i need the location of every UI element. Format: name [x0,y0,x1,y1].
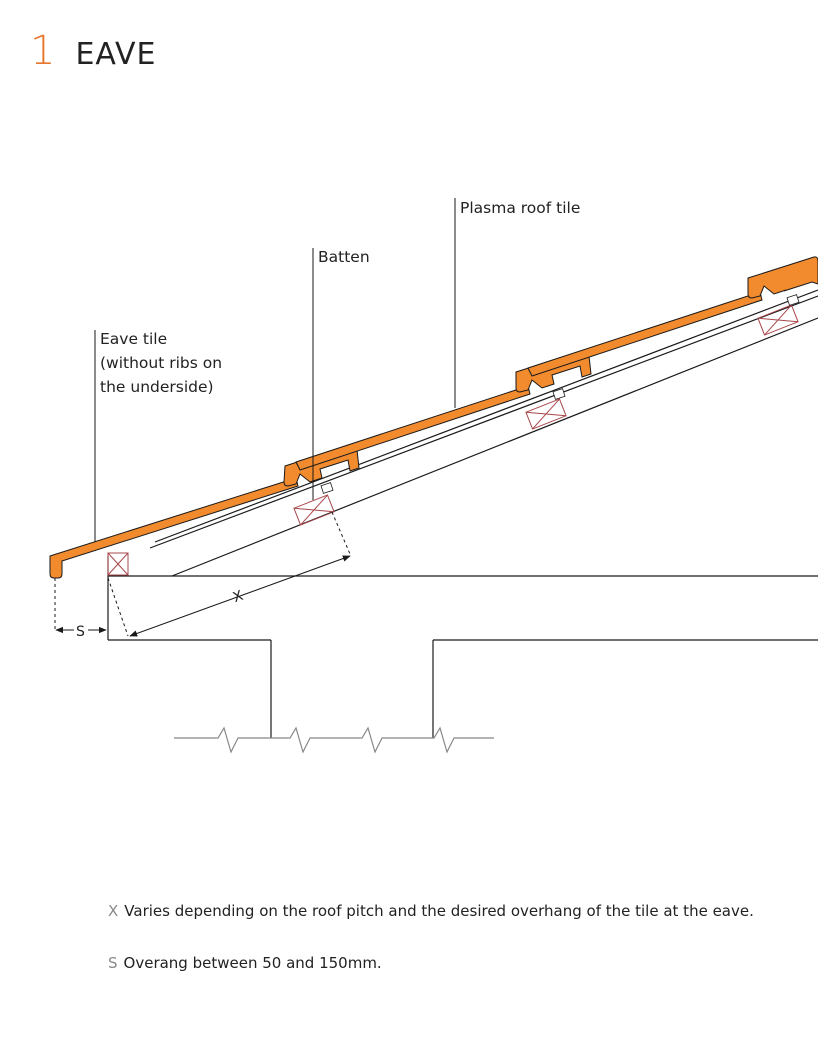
note-s: S Overang between 50 and 150mm. [108,950,808,976]
label-plasma-roof-tile: Plasma roof tile [460,199,580,217]
label-eave-tile-line-1: Eave tile [100,330,167,348]
callout-lines [94,198,456,542]
tile-4-nose [747,256,818,299]
tile-2-body [295,385,531,471]
note-x-text: Varies depending on the roof pitch and t… [124,902,754,920]
dim-x-ext-left [107,577,129,637]
section-title: EAVE [75,37,157,72]
battens [107,304,799,576]
eave-tile [49,477,299,579]
note-x: X Varies depending on the roof pitch and … [108,898,808,924]
dim-x-line [129,555,351,637]
ground-break-line [174,726,494,754]
tile-3-body [527,291,763,377]
notes: X Varies depending on the roof pitch and … [108,898,808,976]
note-s-text: Overang between 50 and 150mm. [123,954,382,972]
batten-1 [293,494,335,526]
underlay-line-2 [154,289,818,543]
dim-s-label: S [76,624,85,640]
page-heading: 1 EAVE [30,26,157,76]
section-number: 1 [30,28,56,74]
label-batten: Batten [318,248,370,266]
note-x-key: X [108,902,119,920]
rafter-line [171,317,818,577]
batten-eave [107,552,129,576]
underlay-line [149,295,818,549]
batten-3 [757,304,799,336]
note-s-key: S [108,954,118,972]
dimension-x [107,511,351,637]
dim-x-ext-right [331,511,351,555]
dim-x-label: X [231,588,246,606]
tile-hooks [320,294,800,494]
label-eave-tile-line-2: (without ribs on [100,354,222,372]
batten-2 [525,398,567,430]
tiles [49,256,818,579]
label-eave-tile-line-3: the underside) [100,378,214,396]
